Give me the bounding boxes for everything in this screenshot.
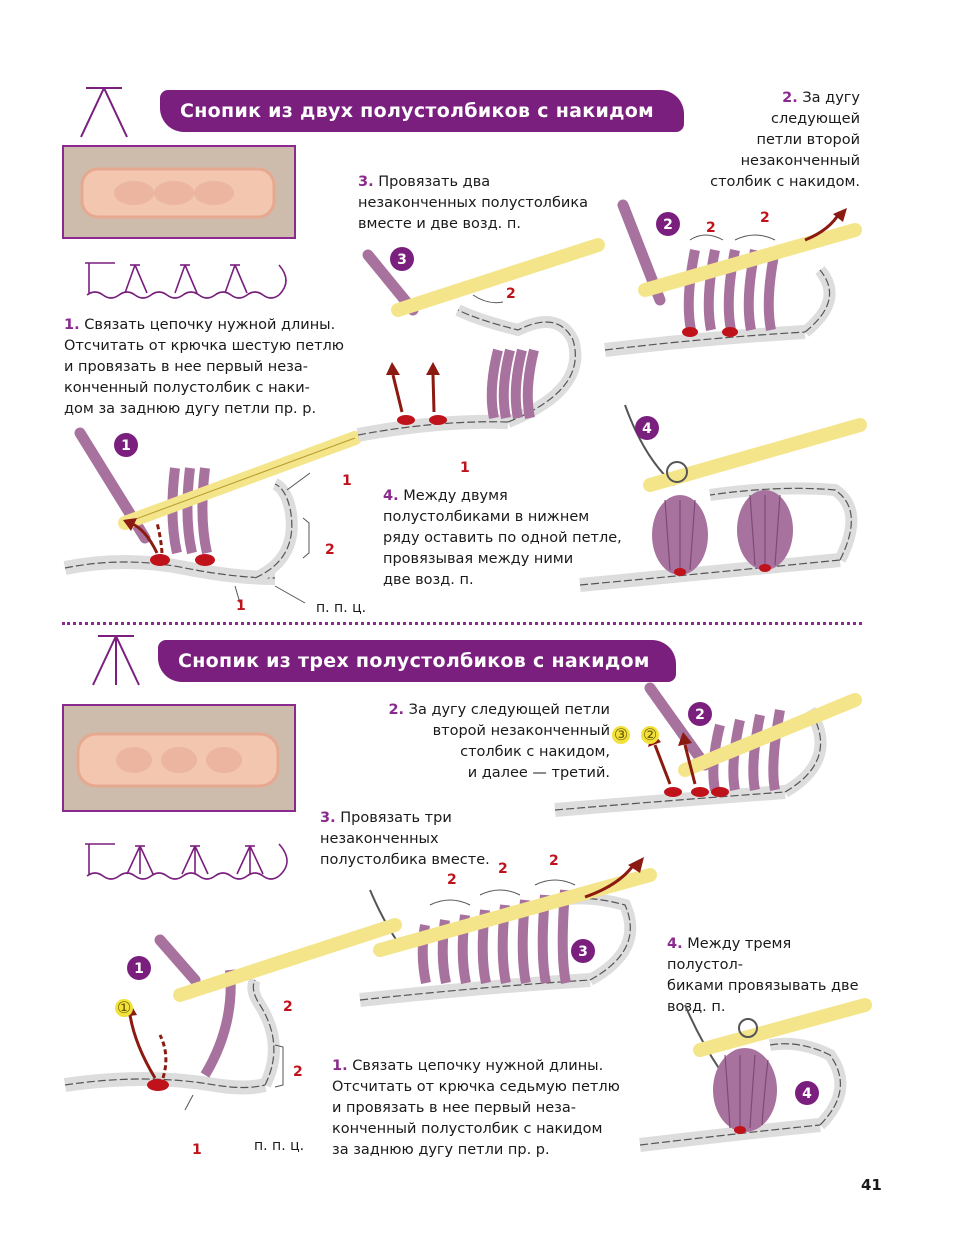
- svg-text:4: 4: [642, 421, 652, 437]
- label-s1-2-b: 2: [760, 210, 770, 226]
- illustration-s1-step1: [63, 427, 362, 604]
- label-s2-3-b: 2: [498, 861, 508, 877]
- illustration-s1-step2: [604, 199, 862, 357]
- section1-title: Снопик из двух полустолбиков с накидом: [160, 90, 684, 132]
- illustration-s1-step4: [579, 404, 867, 592]
- svg-text:1: 1: [121, 438, 131, 454]
- illustration-s1-step3: [356, 238, 605, 442]
- marker-s2-c3: ③: [612, 725, 630, 744]
- section1-step4-text: 4. Между двумя полустолбиками в нижнем р…: [383, 488, 622, 588]
- section-divider: [62, 622, 862, 625]
- marker-s2-c1: ①: [115, 998, 133, 1017]
- svg-text:2: 2: [663, 217, 673, 233]
- svg-text:3: 3: [397, 252, 407, 268]
- label-s2-1-two-b: 2: [293, 1064, 303, 1080]
- illustration-s2-step3: [359, 857, 657, 1007]
- svg-text:4: 4: [802, 1086, 812, 1102]
- label-s1-3-one: 1: [460, 460, 470, 476]
- section1-step2-text: 2. За дугу следующей петли второй незако…: [710, 90, 860, 190]
- sample-photo-1: [62, 145, 296, 239]
- badge-s1-step3: 3: [390, 247, 414, 271]
- label-s1-ppc: п. п. ц.: [316, 600, 367, 616]
- label-s2-1-two-a: 2: [283, 999, 293, 1015]
- label-s2-3-c: 2: [549, 853, 559, 869]
- label-s2-1-one: 1: [192, 1142, 202, 1158]
- symbol-three-dc-cluster: [92, 635, 140, 686]
- label-s1-1-top: 1: [342, 473, 352, 489]
- svg-text:2: 2: [695, 707, 705, 723]
- badge-s2-step3: 3: [571, 939, 595, 963]
- chart-scheme-2: [85, 843, 288, 880]
- label-s1-2-right: 2: [325, 542, 335, 558]
- sample-photo-2: [62, 704, 296, 812]
- illustration-s2-step4: [639, 998, 872, 1152]
- badge-s1-step1: 1: [114, 433, 138, 457]
- section2-step1-text: 1. Связать цепочку нужной длины. Отсчита…: [332, 1058, 620, 1158]
- label-s1-2-a: 2: [706, 220, 716, 236]
- page-number: 41: [861, 1176, 882, 1194]
- badge-s1-step2: 2: [656, 212, 680, 236]
- illustration-s2-step1: [63, 918, 402, 1111]
- illustration-s2-step2: [554, 682, 862, 817]
- badge-s1-step4: 4: [635, 416, 659, 440]
- section1-step1-text: 1. Связать цепочку нужной длины. Отсчита…: [64, 317, 344, 417]
- label-s1-1-bottom: 1: [236, 598, 246, 614]
- section2-step2-text: 2. За дугу следующей петли второй незако…: [388, 702, 610, 781]
- label-s2-3-a: 2: [447, 872, 457, 888]
- label-s1-3-two: 2: [506, 286, 516, 302]
- svg-text:3: 3: [578, 944, 588, 960]
- badge-s2-step2: 2: [688, 702, 712, 726]
- section2-step4-text: 4. Между тремя полустол- биками провязыв…: [667, 936, 859, 1015]
- section2-title: Снопик из трех полустолбиков с накидом: [158, 640, 676, 682]
- label-s2-ppc: п. п. ц.: [254, 1138, 305, 1154]
- section2-step3-text: 3. Провязать три незаконченных полустолб…: [320, 810, 490, 868]
- chart-scheme-1: [85, 262, 287, 299]
- badge-s2-step4: 4: [795, 1081, 819, 1105]
- marker-s2-c2: ②: [641, 725, 659, 744]
- badge-s2-step1: 1: [127, 956, 151, 980]
- section1-step3-text: 3. Провязать два незаконченных полустолб…: [358, 174, 588, 232]
- symbol-two-dc-cluster: [80, 87, 128, 138]
- svg-text:1: 1: [134, 961, 144, 977]
